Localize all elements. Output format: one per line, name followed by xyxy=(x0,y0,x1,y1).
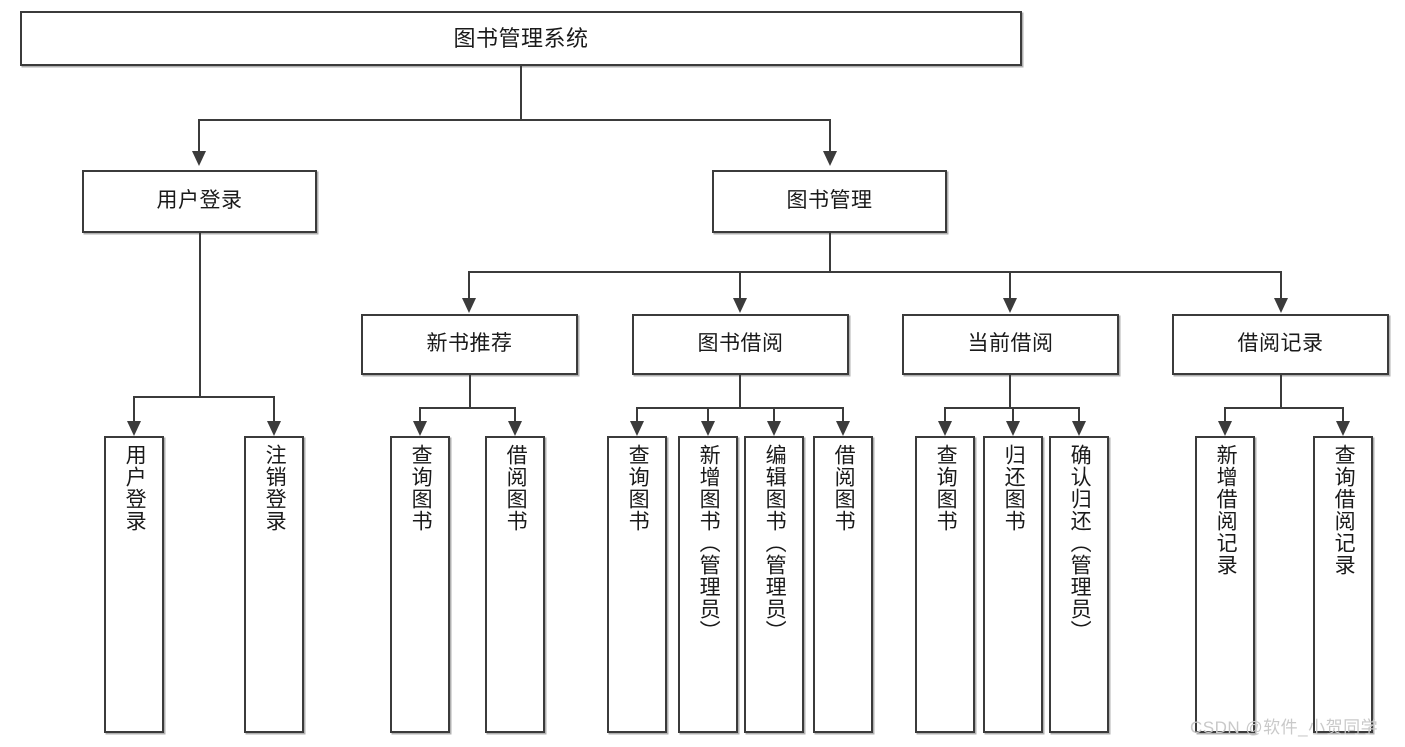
node-label: 确认归还（管理员） xyxy=(1068,444,1092,642)
node-label: 查询图书 xyxy=(409,444,433,532)
leaf-currentborrow-query-book[interactable]: 查询图书 xyxy=(915,436,975,733)
node-label: 图书借阅 xyxy=(697,332,784,356)
arrowhead-root-to-login xyxy=(192,151,206,166)
node-label: 新增图书（管理员） xyxy=(697,444,721,642)
node-book-management[interactable]: 图书管理 xyxy=(712,170,947,233)
connector-borrowrecord-to-c1 xyxy=(1224,407,1226,421)
connector-borrowrecord-bus xyxy=(1224,407,1343,409)
node-root-system[interactable]: 图书管理系统 xyxy=(20,11,1022,66)
arrowhead-root-to-bookmgmt xyxy=(823,151,837,166)
arrowhead-borrowrecord-to-c2 xyxy=(1336,421,1350,436)
arrowhead-currentborrow-to-c2 xyxy=(1006,421,1020,436)
leaf-bookborrow-edit-book-admin[interactable]: 编辑图书（管理员） xyxy=(744,436,804,733)
node-user-login[interactable]: 用户登录 xyxy=(82,170,317,233)
leaf-currentborrow-confirm-return-admin[interactable]: 确认归还（管理员） xyxy=(1049,436,1109,733)
connector-bookmgmt-to-c2 xyxy=(739,271,741,298)
node-label: 借阅图书 xyxy=(504,444,528,532)
node-label: 图书管理 xyxy=(786,189,873,213)
connector-bookborrow-to-c1 xyxy=(636,407,638,421)
connector-borrowrecord-stem xyxy=(1280,375,1282,407)
node-label: 当前借阅 xyxy=(967,332,1054,356)
arrowhead-bookborrow-to-c3 xyxy=(767,421,781,436)
connector-bookmgmt-stem xyxy=(829,233,831,271)
connector-root-stem xyxy=(520,66,522,119)
arrowhead-login-to-c2 xyxy=(267,421,281,436)
leaf-currentborrow-return-book[interactable]: 归还图书 xyxy=(983,436,1043,733)
connector-bookborrow-to-c4 xyxy=(842,407,844,421)
connector-currentborrow-stem xyxy=(1009,375,1011,407)
node-label: 编辑图书（管理员） xyxy=(763,444,787,642)
connector-newbook-stem xyxy=(469,375,471,407)
arrowhead-bookmgmt-to-c1 xyxy=(462,298,476,313)
leaf-newbook-query-book[interactable]: 查询图书 xyxy=(390,436,450,733)
connector-root-to-bookmgmt xyxy=(829,119,831,151)
node-label: 图书管理系统 xyxy=(453,25,589,51)
node-label: 归还图书 xyxy=(1002,444,1026,532)
node-new-book-recommend[interactable]: 新书推荐 xyxy=(361,314,578,375)
node-label: 借阅图书 xyxy=(832,444,856,532)
connector-currentborrow-to-c1 xyxy=(944,407,946,421)
arrowhead-bookborrow-to-c1 xyxy=(630,421,644,436)
connector-currentborrow-to-c2 xyxy=(1012,407,1014,421)
connector-login-stem xyxy=(199,233,201,396)
node-label: 注销登录 xyxy=(263,444,287,532)
arrowhead-bookmgmt-to-c4 xyxy=(1274,298,1288,313)
arrowhead-newbook-to-c1 xyxy=(413,421,427,436)
connector-currentborrow-bus xyxy=(944,407,1079,409)
connector-login-bus xyxy=(133,396,274,398)
connector-login-to-c1 xyxy=(133,396,135,421)
arrowhead-currentborrow-to-c1 xyxy=(938,421,952,436)
csdn-watermark: CSDN @软件_小贺同学 xyxy=(1190,718,1379,737)
arrowhead-bookborrow-to-c2 xyxy=(701,421,715,436)
leaf-user-login[interactable]: 用户登录 xyxy=(104,436,164,733)
node-current-borrow[interactable]: 当前借阅 xyxy=(902,314,1119,375)
connector-bookmgmt-to-c3 xyxy=(1009,271,1011,298)
node-label: 查询借阅记录 xyxy=(1332,444,1356,576)
connector-newbook-bus xyxy=(419,407,516,409)
node-label: 查询图书 xyxy=(626,444,650,532)
node-label: 查询图书 xyxy=(934,444,958,532)
arrowhead-login-to-c1 xyxy=(127,421,141,436)
connector-login-to-c2 xyxy=(273,396,275,421)
node-label: 新书推荐 xyxy=(426,332,513,356)
connector-bookmgmt-to-c4 xyxy=(1280,271,1282,298)
leaf-borrowrecord-add-record[interactable]: 新增借阅记录 xyxy=(1195,436,1255,733)
connector-bookborrow-bus xyxy=(636,407,843,409)
node-label: 用户登录 xyxy=(123,444,147,532)
arrowhead-currentborrow-to-c3 xyxy=(1072,421,1086,436)
connector-bookborrow-to-c2 xyxy=(707,407,709,421)
connector-newbook-to-c2 xyxy=(514,407,516,421)
arrowhead-bookborrow-to-c4 xyxy=(836,421,850,436)
connector-root-bus xyxy=(198,119,830,121)
connector-bookborrow-stem xyxy=(739,375,741,407)
connector-bookmgmt-to-c1 xyxy=(468,271,470,298)
leaf-logout[interactable]: 注销登录 xyxy=(244,436,304,733)
leaf-bookborrow-add-book-admin[interactable]: 新增图书（管理员） xyxy=(678,436,738,733)
leaf-borrowrecord-query-record[interactable]: 查询借阅记录 xyxy=(1313,436,1373,733)
arrowhead-bookmgmt-to-c3 xyxy=(1003,298,1017,313)
node-label: 新增借阅记录 xyxy=(1214,444,1238,576)
arrowhead-bookmgmt-to-c2 xyxy=(733,298,747,313)
connector-borrowrecord-to-c2 xyxy=(1342,407,1344,421)
node-label: 用户登录 xyxy=(156,189,243,213)
leaf-bookborrow-query-book[interactable]: 查询图书 xyxy=(607,436,667,733)
leaf-newbook-borrow-book[interactable]: 借阅图书 xyxy=(485,436,545,733)
node-borrow-record[interactable]: 借阅记录 xyxy=(1172,314,1389,375)
arrowhead-borrowrecord-to-c1 xyxy=(1218,421,1232,436)
node-label: 借阅记录 xyxy=(1237,332,1324,356)
connector-newbook-to-c1 xyxy=(419,407,421,421)
connector-bookborrow-to-c3 xyxy=(773,407,775,421)
connector-currentborrow-to-c3 xyxy=(1078,407,1080,421)
connector-bookmgmt-bus xyxy=(468,271,1280,273)
leaf-bookborrow-borrow-book[interactable]: 借阅图书 xyxy=(813,436,873,733)
arrowhead-newbook-to-c2 xyxy=(508,421,522,436)
node-book-borrow[interactable]: 图书借阅 xyxy=(632,314,849,375)
connector-root-to-login xyxy=(198,119,200,151)
